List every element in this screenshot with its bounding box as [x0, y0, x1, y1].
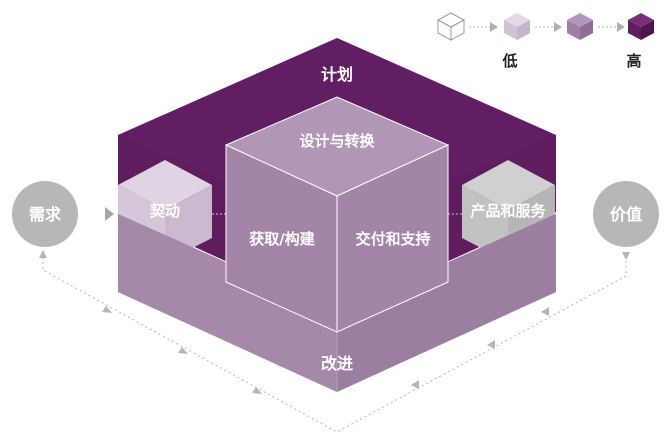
legend-low-label: 低	[501, 52, 517, 70]
demand-label: 需求	[29, 205, 62, 224]
design-label: 设计与转换	[299, 132, 375, 150]
improve-band: 改进	[118, 214, 556, 392]
value-label: 价值	[610, 205, 642, 224]
legend-arrow-icon	[617, 22, 625, 32]
flow-arrow-icon	[411, 380, 419, 389]
legend-cube-light-icon	[504, 13, 530, 40]
deliver-label: 交付和支持	[355, 230, 430, 248]
plan-label: 计划	[321, 65, 353, 84]
flow-arrow-icon	[487, 340, 495, 349]
legend-cube-white-icon	[436, 12, 466, 41]
legend-cube-mid-icon	[567, 13, 593, 40]
flow-path	[42, 252, 627, 433]
flow-arrow-icon	[252, 387, 262, 394]
obtain-label: 获取/构建	[249, 230, 315, 248]
legend-arrow-icon	[554, 22, 562, 32]
demand-arrow-icon	[105, 207, 114, 221]
flow-arrows	[39, 250, 630, 394]
improve-label: 改进	[321, 354, 353, 373]
legend-arrow-icon	[490, 22, 498, 32]
legend: 低 高	[436, 12, 654, 70]
products-label: 产品和服务	[470, 202, 546, 220]
flow-arrow-icon	[178, 347, 188, 354]
flow-arrow-icon	[39, 250, 47, 258]
engage-label: 契动	[149, 202, 180, 220]
value-node: 价值	[593, 181, 659, 247]
demand-node: 需求	[12, 181, 78, 247]
legend-high-label: 高	[626, 52, 641, 70]
flow-arrow-icon	[541, 307, 549, 316]
central-cube: 设计与转换 获取/构建 交付和支持	[224, 96, 450, 333]
flow-arrow-icon	[622, 252, 630, 260]
flow-arrow-icon	[102, 306, 112, 313]
legend-cube-dark-icon	[628, 13, 654, 40]
